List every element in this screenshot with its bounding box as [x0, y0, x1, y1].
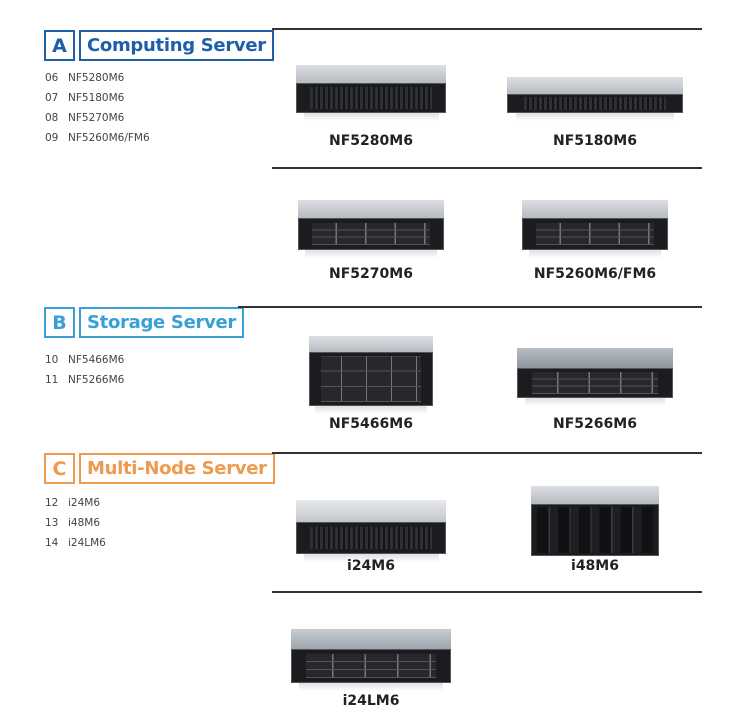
- item-name: NF5270M6: [68, 112, 125, 124]
- server-2u-sff-image: [296, 500, 446, 562]
- list-item: 11 NF5266M6: [45, 370, 124, 390]
- divider: [272, 591, 702, 593]
- server-4u-blade-image: [531, 486, 659, 556]
- divider: [272, 167, 702, 169]
- product-card: NF5280M6: [271, 55, 471, 155]
- list-item: 12 i24M6: [45, 493, 106, 513]
- item-number: 12: [45, 497, 59, 509]
- item-number: 10: [45, 354, 59, 366]
- item-name: NF5466M6: [68, 354, 125, 366]
- product-name: i48M6: [571, 558, 619, 574]
- section-list-computing: 06 NF5280M6 07 NF5180M6 08 NF5270M6 09 NF526…: [45, 68, 150, 148]
- item-number: 11: [45, 374, 59, 386]
- server-2u-lff-image: [522, 200, 668, 258]
- list-item: 14 i24LM6: [45, 533, 106, 553]
- item-number: 09: [45, 132, 59, 144]
- product-card: NF5266M6: [495, 330, 695, 440]
- server-2u-lff-image: [517, 348, 673, 406]
- product-card: NF5270M6: [271, 190, 471, 290]
- product-card: i24LM6: [271, 615, 471, 715]
- list-item: 09 NF5260M6/FM6: [45, 128, 150, 148]
- product-card: i24M6: [271, 480, 471, 580]
- product-name: i24M6: [347, 558, 395, 574]
- item-number: 06: [45, 72, 59, 84]
- divider: [272, 452, 702, 454]
- server-1u-sff-image: [507, 77, 683, 121]
- item-name: i48M6: [68, 517, 101, 529]
- product-card: NF5466M6: [271, 330, 471, 440]
- list-item: 07 NF5180M6: [45, 88, 150, 108]
- product-card: i48M6: [495, 480, 695, 580]
- product-name: NF5270M6: [329, 266, 413, 282]
- product-name: NF5260M6/FM6: [533, 266, 657, 282]
- section-header-storage: B Storage Server: [44, 307, 244, 338]
- item-number: 13: [45, 517, 59, 529]
- section-letter: B: [44, 307, 75, 338]
- item-number: 14: [45, 537, 59, 549]
- list-item: 06 NF5280M6: [45, 68, 150, 88]
- product-name: i24LM6: [342, 693, 400, 709]
- list-item: 10 NF5466M6: [45, 350, 124, 370]
- item-number: 07: [45, 92, 59, 104]
- item-number: 08: [45, 112, 59, 124]
- section-list-multinode: 12 i24M6 13 i48M6 14 i24LM6: [45, 493, 106, 553]
- section-title: Storage Server: [79, 307, 244, 338]
- section-title: Multi-Node Server: [79, 453, 275, 484]
- item-name: NF5266M6: [68, 374, 125, 386]
- server-2u-sff-image: [296, 65, 446, 121]
- product-card: NF5180M6: [495, 55, 695, 155]
- server-4u-lff-image: [309, 336, 433, 414]
- product-name: NF5466M6: [329, 416, 413, 432]
- divider: [272, 28, 702, 30]
- section-header-computing: A Computing Server: [44, 30, 274, 61]
- item-name: NF5280M6: [68, 72, 125, 84]
- product-name: NF5180M6: [553, 133, 637, 149]
- item-name: i24LM6: [68, 537, 106, 549]
- section-letter: A: [44, 30, 75, 61]
- product-name: NF5266M6: [553, 416, 637, 432]
- list-item: 08 NF5270M6: [45, 108, 150, 128]
- item-name: NF5180M6: [68, 92, 125, 104]
- section-list-storage: 10 NF5466M6 11 NF5266M6: [45, 350, 124, 390]
- section-header-multinode: C Multi-Node Server: [44, 453, 275, 484]
- section-title: Computing Server: [79, 30, 274, 61]
- section-letter: C: [44, 453, 75, 484]
- item-name: NF5260M6/FM6: [68, 132, 150, 144]
- list-item: 13 i48M6: [45, 513, 106, 533]
- divider: [238, 306, 702, 308]
- product-name: NF5280M6: [329, 133, 413, 149]
- item-name: i24M6: [68, 497, 101, 509]
- product-card: NF5260M6/FM6: [495, 190, 695, 290]
- server-2u-lff-image: [298, 200, 444, 258]
- server-2u-lff-image: [291, 629, 451, 691]
